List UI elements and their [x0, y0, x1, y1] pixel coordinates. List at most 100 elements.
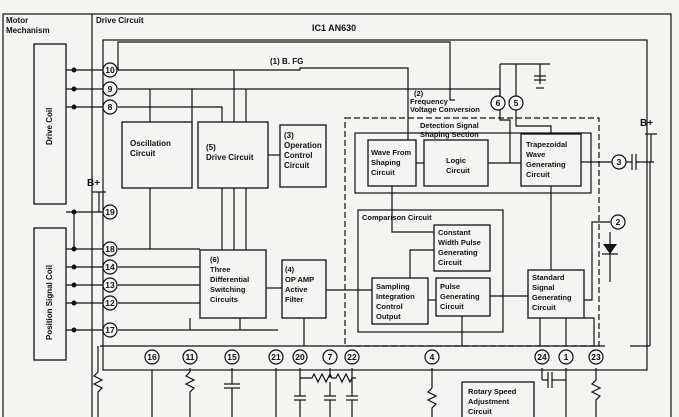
svg-text:Generating: Generating — [438, 248, 478, 257]
svg-text:Wave From: Wave From — [371, 148, 411, 157]
motor-mechanism-label-1: Motor — [6, 16, 28, 25]
svg-text:1: 1 — [564, 352, 569, 362]
detection-section-2: Shaping Section — [420, 130, 479, 139]
svg-text:Rotary Speed: Rotary Speed — [468, 387, 517, 396]
svg-text:21: 21 — [271, 352, 281, 362]
pin-14: 14 — [102, 259, 118, 275]
pin-10: 10 — [102, 62, 118, 78]
pin-9: 9 — [102, 81, 118, 97]
pin-13: 13 — [102, 277, 118, 293]
svg-text:Switching: Switching — [210, 285, 246, 294]
shaping-section-box — [354, 132, 592, 194]
svg-text:Control: Control — [376, 302, 403, 311]
svg-text:Circuit: Circuit — [438, 258, 462, 267]
position-signal-coil — [33, 227, 67, 361]
svg-text:Standard: Standard — [532, 273, 565, 282]
svg-text:3: 3 — [617, 157, 622, 167]
pin-5: 5 — [508, 95, 524, 111]
svg-text:Circuit: Circuit — [526, 170, 550, 179]
pin-3: 3 — [611, 154, 627, 170]
outer-frame — [2, 13, 672, 417]
svg-text:Signal: Signal — [532, 283, 555, 292]
svg-text:11: 11 — [186, 352, 195, 362]
svg-text:6: 6 — [496, 98, 501, 108]
ic-title: IC1 AN630 — [312, 23, 356, 33]
svg-text:Generating: Generating — [526, 160, 566, 169]
pin-7: 7 — [322, 349, 338, 365]
pin-16: 16 — [144, 349, 160, 365]
svg-text:24: 24 — [537, 352, 547, 362]
svg-text:Circuits: Circuits — [210, 295, 238, 304]
svg-text:19: 19 — [105, 207, 115, 217]
freq-conv-2: Frequency — [410, 97, 449, 106]
trapezoidal-block: Trapezoidal Wave Generating Circuit — [520, 133, 582, 187]
motor-mechanism-label-2: Mechanism — [6, 26, 50, 35]
external-components — [92, 346, 602, 417]
comparison-box — [357, 209, 504, 333]
logic-block: Logic Circuit — [423, 139, 489, 187]
svg-text:Circuit: Circuit — [371, 168, 395, 177]
ic-boundary — [102, 39, 648, 371]
freq-conv-1: (2) — [414, 89, 424, 98]
svg-text:(4): (4) — [285, 265, 295, 274]
svg-text:OP AMP: OP AMP — [285, 275, 314, 284]
svg-text:Generating: Generating — [532, 293, 572, 302]
top-wires — [117, 41, 550, 140]
svg-text:7: 7 — [328, 352, 333, 362]
position-signal-coil-label: Position Signal Coil — [45, 265, 54, 340]
svg-text:18: 18 — [105, 244, 115, 254]
svg-text:17: 17 — [105, 325, 115, 335]
svg-text:Generating: Generating — [440, 292, 480, 301]
svg-text:Circuit: Circuit — [446, 166, 470, 175]
svg-text:22: 22 — [347, 352, 357, 362]
svg-text:20: 20 — [295, 352, 305, 362]
pin-19: 19 — [102, 204, 118, 220]
svg-text:(3): (3) — [284, 131, 294, 140]
svg-text:14: 14 — [105, 262, 115, 272]
svg-text:23: 23 — [591, 352, 601, 362]
rotary-speed-block: Rotary Speed Adjustment Circuit — [461, 381, 535, 417]
pin-15: 15 — [224, 349, 240, 365]
signal-b-fg: (1) B. FG — [270, 57, 303, 66]
operation-control-block: (3) Operation Control Circuit — [279, 124, 327, 188]
detection-section-1: Detection Signal — [420, 121, 479, 130]
pulse-gen-block: Pulse Generating Circuit — [435, 277, 491, 317]
svg-text:Shaping: Shaping — [371, 158, 401, 167]
constant-width-block: Constant Width Pulse Generating Circuit — [433, 224, 491, 272]
svg-text:Three: Three — [210, 265, 230, 274]
svg-text:16: 16 — [147, 352, 157, 362]
drive-coil-label: Drive Coil — [45, 108, 54, 145]
svg-text:Trapezoidal: Trapezoidal — [526, 140, 567, 149]
wave-shaping-block: Wave From Shaping Circuit — [367, 139, 417, 187]
pin-24: 24 — [534, 349, 550, 365]
svg-text:Circuit: Circuit — [532, 303, 556, 312]
pin-12: 12 — [102, 295, 118, 311]
pin-4: 4 — [424, 349, 440, 365]
pin-18: 18 — [102, 241, 118, 257]
svg-text:Circuit: Circuit — [468, 407, 492, 416]
svg-text:(6): (6) — [210, 255, 220, 264]
svg-text:Integration: Integration — [376, 292, 415, 301]
svg-text:9: 9 — [108, 84, 113, 94]
drive-circuit-header: Drive Circuit — [96, 16, 144, 25]
pin-20: 20 — [292, 349, 308, 365]
svg-text:Constant: Constant — [438, 228, 471, 237]
svg-text:Oscillation: Oscillation — [130, 139, 171, 148]
pin-17: 17 — [102, 322, 118, 338]
standard-signal-block: Standard Signal Generating Circuit — [527, 269, 585, 319]
svg-text:2: 2 — [616, 217, 621, 227]
sampling-block: Sampling Integration Control Output — [371, 277, 429, 325]
svg-text:Active: Active — [285, 285, 308, 294]
svg-text:Circuit: Circuit — [440, 302, 464, 311]
drive-coil — [33, 43, 67, 205]
svg-text:Adjustment: Adjustment — [468, 397, 510, 406]
internal-wires — [100, 110, 654, 347]
pin-21: 21 — [268, 349, 284, 365]
drive-circuit-block: (5) Drive Circuit — [197, 121, 269, 189]
svg-text:Logic: Logic — [446, 156, 466, 165]
svg-text:Output: Output — [376, 312, 401, 321]
svg-text:13: 13 — [105, 280, 115, 290]
svg-text:4: 4 — [430, 352, 435, 362]
svg-text:Drive Circuit: Drive Circuit — [206, 153, 254, 162]
